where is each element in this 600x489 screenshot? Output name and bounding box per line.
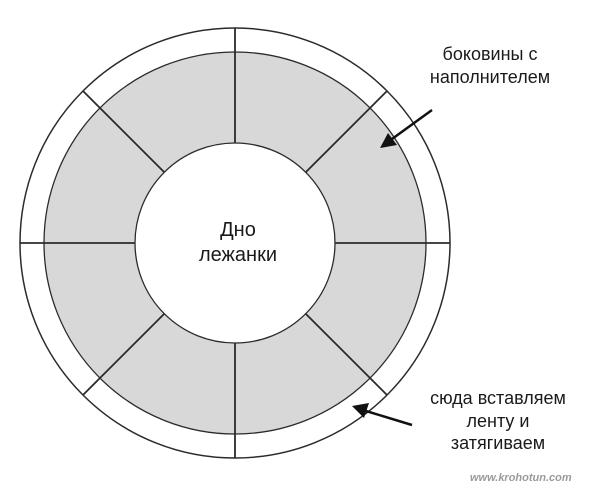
bed-bottom-circle: [134, 142, 336, 344]
segment-divider-line: [82, 90, 165, 173]
sides-label-line1: боковины с: [442, 44, 538, 64]
sides-label-line2: наполнителем: [429, 66, 551, 87]
segment-dividers: [20, 28, 450, 458]
bed-bottom-label-line2: лежанки: [198, 244, 278, 266]
tape-arrow-line: [365, 409, 413, 427]
bed-bottom-label: Дно лежанки: [168, 218, 308, 268]
tape-label-line2: ленту и: [466, 410, 530, 431]
watermark: www.krohotun.com: [470, 472, 572, 484]
tape-label-line1: сюда вставляем: [430, 388, 566, 408]
tape-label: сюда вставляем ленту и затягиваем: [398, 387, 598, 455]
bed-bottom-label-line1: Дно: [220, 219, 256, 241]
segment-divider-line: [305, 313, 388, 396]
sides-label: боковины с наполнителем: [420, 43, 560, 88]
tape-label-line3: затягиваем: [450, 433, 546, 453]
segment-divider-line: [305, 90, 388, 173]
sides-arrow-line: [391, 108, 433, 141]
segment-divider-line: [82, 313, 165, 396]
sides-arrowhead: [380, 133, 397, 148]
tape-arrowhead: [352, 403, 369, 418]
